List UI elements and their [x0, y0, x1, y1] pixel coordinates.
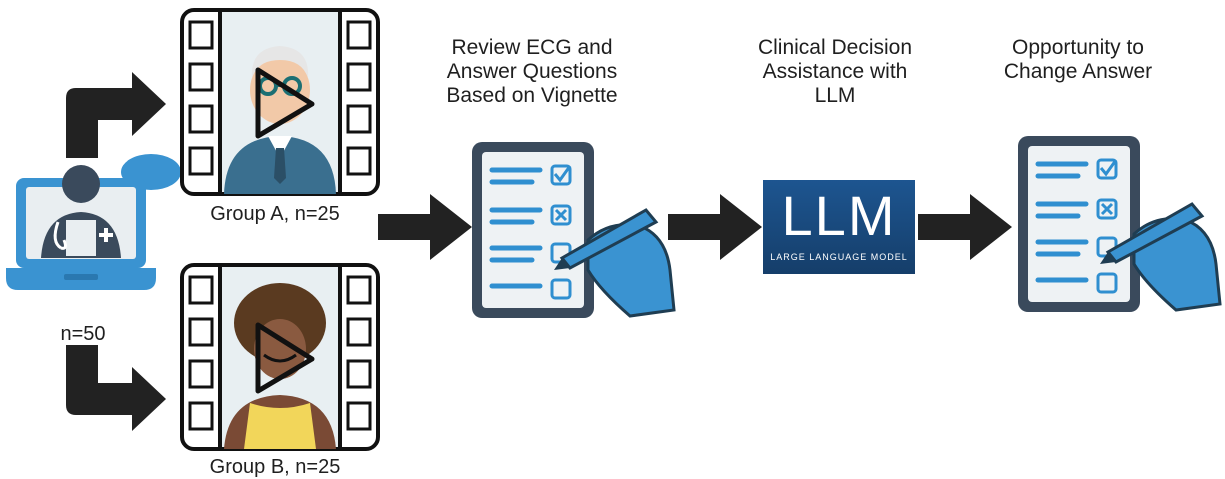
video-film-icon-group-a: [180, 8, 380, 196]
participants-count: n=50: [60, 323, 106, 345]
video-film-icon-group-b: [180, 263, 380, 451]
llm-badge-icon: LLM LARGE LANGUAGE MODEL: [763, 180, 915, 274]
arrow-right-icon-3: [918, 194, 1012, 260]
llm-badge-sub-text: LARGE LANGUAGE MODEL: [770, 252, 908, 262]
step-3-title: Opportunity to Change Answer: [1003, 36, 1153, 83]
arrow-right-icon-2: [668, 194, 762, 260]
group-b-label: Group B, n=25: [209, 456, 341, 478]
branch-arrow-up: [66, 72, 166, 158]
step-1-title: Review ECG and Answer Questions Based on…: [446, 36, 618, 107]
step-2-title: Clinical Decision Assistance with LLM: [757, 36, 913, 107]
arrow-right-icon-1: [378, 194, 472, 260]
group-a-label: Group A, n=25: [210, 203, 340, 225]
checklist-hand-icon-2: [1018, 136, 1222, 312]
checklist-hand-icon-1: [472, 142, 676, 318]
laptop-doctor-icon: [6, 154, 181, 290]
branch-arrow-down: [66, 345, 166, 431]
llm-badge-main-text: LLM: [781, 184, 897, 247]
